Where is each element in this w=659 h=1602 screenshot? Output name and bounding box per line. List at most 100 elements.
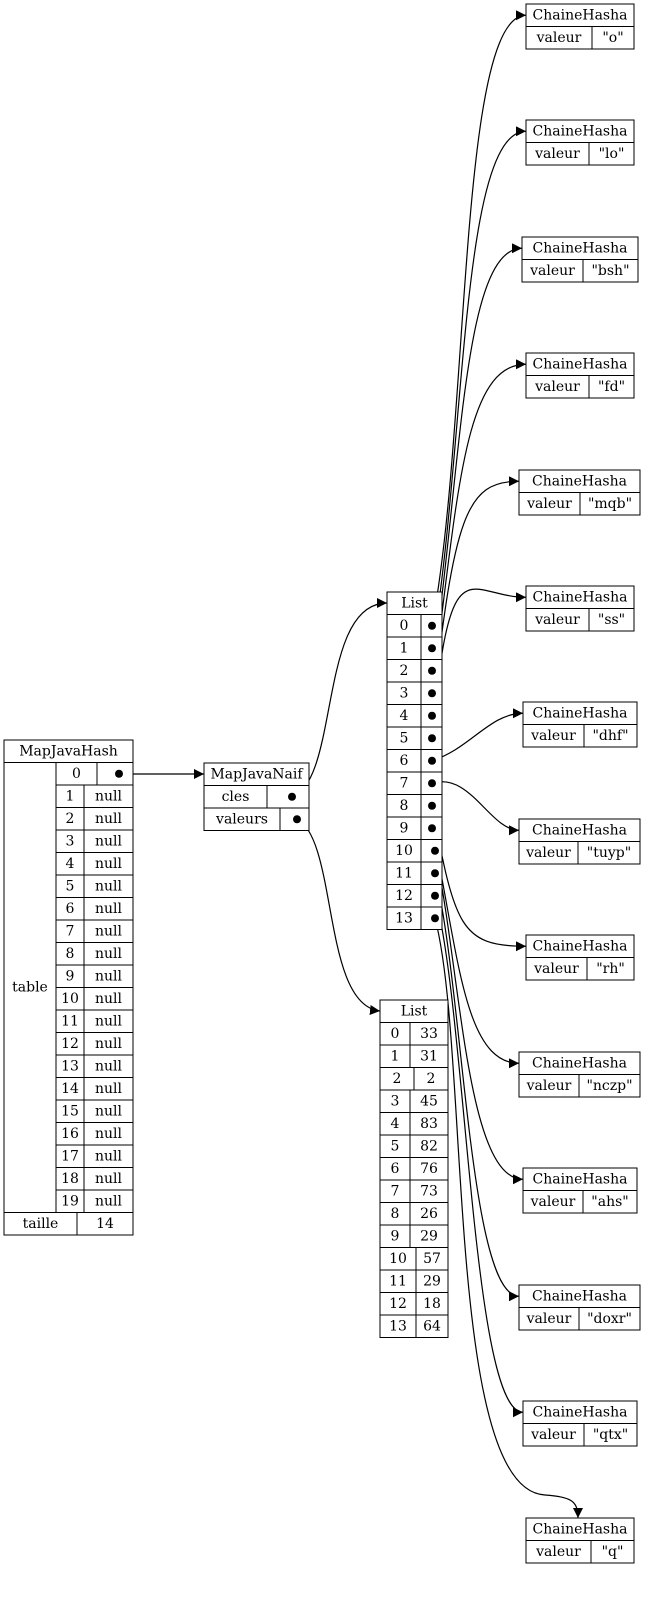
- values-list-value-label: 57: [423, 1251, 441, 1267]
- values-list-index-label: 7: [391, 1183, 400, 1199]
- values-list-index-label: 5: [391, 1138, 400, 1154]
- table-index-label: 17: [61, 1148, 79, 1164]
- values-list-value-cell: [415, 1314, 449, 1338]
- keys-list-item-pointer: [428, 756, 436, 765]
- values-list-index-label: 13: [389, 1318, 407, 1334]
- table-value-label: null: [95, 946, 123, 962]
- chaine-hasha-value-cell: [591, 26, 635, 50]
- values-list-value-label: 26: [420, 1206, 438, 1222]
- edge-key-to-chain: [431, 588, 527, 739]
- chaine-hasha-title: ChaineHasha: [533, 123, 628, 139]
- table-index-label: 12: [61, 1036, 79, 1052]
- chaine-hasha-field-label: valeur: [525, 845, 571, 861]
- chaine-hasha-value-label: "o": [602, 30, 623, 46]
- table-index-label: 19: [61, 1193, 79, 1209]
- keys-list-index-label: 12: [395, 888, 413, 904]
- table-index-label: 16: [61, 1126, 79, 1142]
- table-index-label: 0: [72, 766, 81, 782]
- chaine-hasha-value-cell: [577, 841, 641, 865]
- keys-list-item-pointer: [428, 621, 436, 630]
- values-list-index-label: 6: [391, 1161, 400, 1177]
- keys-list-index-label: 6: [400, 753, 409, 769]
- values-list-index-label: 8: [391, 1206, 400, 1222]
- table-index-label: 9: [66, 968, 75, 984]
- keys-list-index-label: 2: [400, 663, 409, 679]
- chaine-hasha-field-label: valeur: [526, 1078, 572, 1094]
- values-list-value-label: 83: [420, 1116, 438, 1132]
- keys-list-index-label: 0: [400, 618, 409, 634]
- chaine-hasha-title: ChaineHasha: [533, 938, 628, 954]
- keys-list-item-pointer: [431, 914, 439, 923]
- keys-list-item-pointer: [431, 869, 439, 878]
- table-index-label: 15: [61, 1103, 79, 1119]
- table-value-label: null: [95, 1036, 123, 1052]
- chaine-hasha-value-label: "bsh": [591, 263, 629, 279]
- chaine-hasha-field-label: valeur: [530, 1427, 576, 1443]
- values-list-value-label: 2: [427, 1071, 436, 1087]
- table-index-label: 11: [61, 1013, 79, 1029]
- table-index-label: 1: [66, 788, 75, 804]
- keys-list-index-label: 3: [400, 685, 409, 701]
- edge-key-to-chain: [434, 850, 524, 1185]
- table-index-label: 5: [66, 878, 75, 894]
- map-java-hash-title: MapJavaHash: [19, 743, 118, 759]
- values-list-value-label: 29: [420, 1228, 438, 1244]
- values-list-title: List: [401, 1003, 428, 1019]
- edge-key-to-chain: [434, 918, 583, 1519]
- table-value-label: null: [95, 991, 123, 1007]
- values-list-value-label: 45: [420, 1093, 438, 1109]
- table-value-label: null: [95, 1081, 123, 1097]
- edge-key-to-chain: [431, 126, 527, 649]
- chaine-hasha-value-label: "q": [602, 1544, 624, 1560]
- chaine-hasha-value-label: "mqb": [588, 496, 632, 512]
- keys-pointer: [288, 792, 296, 801]
- chaine-hasha-value-cell: [588, 142, 635, 166]
- table-value-label: null: [95, 1171, 123, 1187]
- edge-valeurs-to-values-list: [296, 818, 381, 1015]
- keys-list-item-pointer: [428, 644, 436, 653]
- chaine-hasha-field-label: valeur: [530, 728, 576, 744]
- values-list-index-label: 3: [391, 1093, 400, 1109]
- chaine-hasha-value-cell: [578, 1307, 641, 1331]
- edge-key-to-chain: [431, 708, 524, 762]
- chaine-hasha-field-label: valeur: [536, 30, 582, 46]
- chaine-hasha-value-cell: [582, 259, 639, 283]
- keys-list-item-pointer: [431, 891, 439, 900]
- keys-list-index-label: 7: [400, 775, 409, 791]
- table-value-label: null: [95, 1148, 123, 1164]
- keys-list-index-label: 8: [400, 798, 409, 814]
- chaine-hasha-title: ChaineHasha: [533, 7, 628, 23]
- chaine-hasha-value-label: "fd": [598, 379, 625, 395]
- edge-key-to-chain: [431, 781, 520, 836]
- chaine-hasha-title: ChaineHasha: [533, 240, 628, 256]
- chaine-hasha-node: ChaineHasha valeur "tuyp": [518, 818, 641, 865]
- table-index-label: 6: [66, 901, 75, 917]
- keys-list-title: List: [401, 595, 428, 611]
- chaine-hasha-value-label: "tuyp": [587, 845, 631, 861]
- values-list-index-label: 12: [389, 1296, 407, 1312]
- values-list-index-label: 2: [393, 1071, 402, 1087]
- table-index-label: 4: [66, 856, 75, 872]
- values-list-value-label: 76: [420, 1161, 438, 1177]
- chaine-hasha-field-label: valeur: [534, 379, 580, 395]
- keys-field-label: cles: [222, 789, 250, 805]
- chaine-hasha-title: ChaineHasha: [532, 1288, 627, 1304]
- table-slot-0-pointer: [115, 769, 123, 778]
- values-field-label: valeurs: [215, 811, 268, 827]
- table-index-label: 8: [66, 946, 75, 962]
- chaine-hasha-title: ChaineHasha: [532, 473, 627, 489]
- table-value-label: null: [95, 833, 123, 849]
- edge-key-to-chain: [431, 10, 527, 626]
- table-value-label: null: [95, 901, 123, 917]
- chaine-hasha-title: ChaineHasha: [532, 822, 627, 838]
- values-list-value-label: 33: [420, 1026, 438, 1042]
- chaine-hasha-field-label: valeur: [535, 1544, 581, 1560]
